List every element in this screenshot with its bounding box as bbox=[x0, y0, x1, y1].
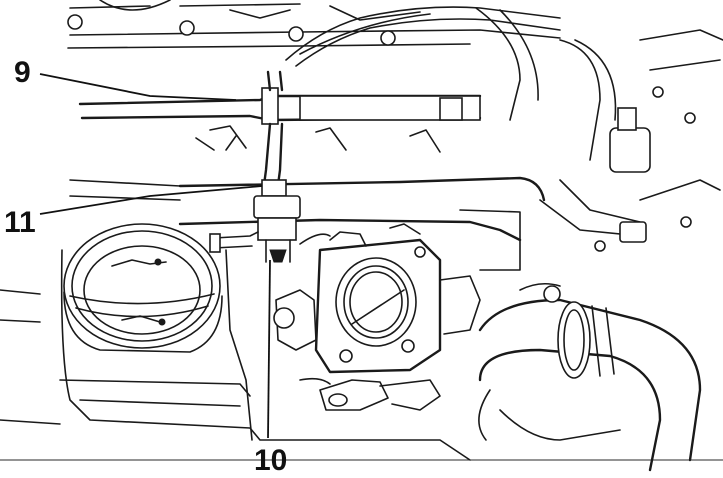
oil-filler-cap bbox=[63, 223, 223, 353]
fuel-rail bbox=[78, 87, 482, 153]
callout-11: 11 bbox=[4, 206, 36, 239]
engine-cover-lower bbox=[0, 249, 723, 461]
throttle-linkage bbox=[273, 289, 441, 411]
leader-11 bbox=[39, 185, 263, 215]
leader-10 bbox=[267, 259, 271, 439]
pipe-fitting bbox=[209, 179, 301, 263]
top-manifold-rail bbox=[67, 0, 561, 49]
leader-lines bbox=[39, 73, 271, 439]
leader-9 bbox=[39, 73, 237, 101]
callout-9: 9 bbox=[14, 56, 31, 89]
throttle-body bbox=[299, 223, 481, 374]
callout-10: 10 bbox=[254, 444, 287, 477]
right-hoses bbox=[539, 29, 723, 252]
intake-hose bbox=[478, 282, 702, 472]
